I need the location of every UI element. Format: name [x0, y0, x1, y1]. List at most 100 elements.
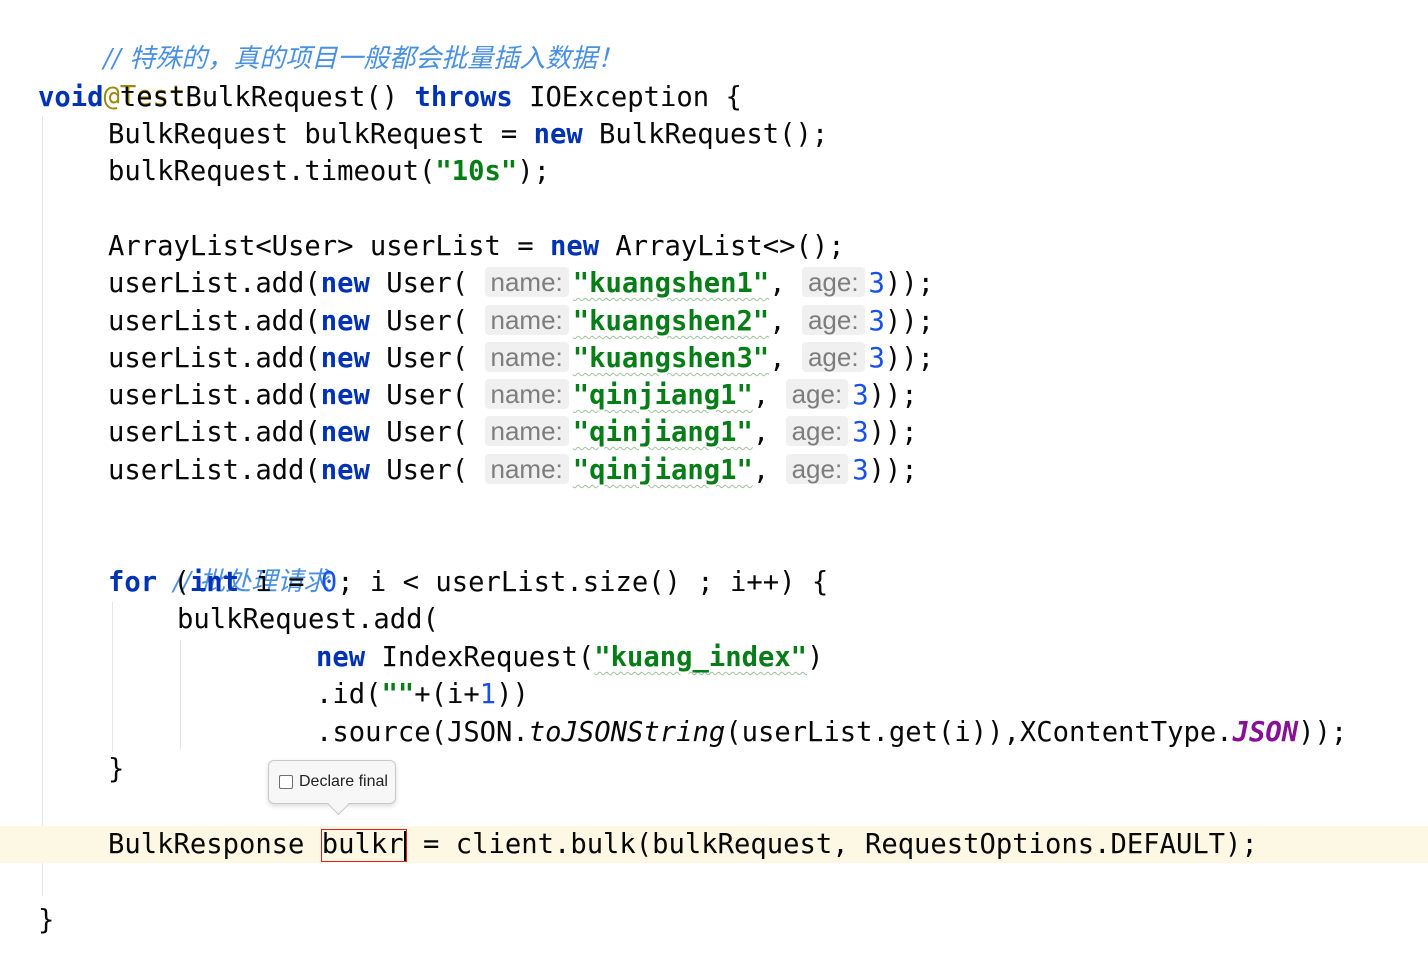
indent-guide [112, 602, 113, 752]
code-line-bulk-add[interactable]: bulkRequest.add( [0, 601, 1428, 638]
code-line-bulk-request-decl[interactable]: BulkRequest bulkRequest = new BulkReques… [0, 116, 1428, 153]
keyword-int: int [189, 567, 239, 598]
indent-guide [42, 116, 43, 896]
code-line-for-loop[interactable]: for (int i = 0; i < userList.size() ; i+… [0, 564, 1428, 601]
code-line-user-add[interactable]: userList.add(new User( name:"kuangshen3"… [0, 340, 1428, 377]
statement-end: )); [884, 268, 935, 299]
statement-end: )); [868, 380, 918, 411]
statement-end: )); [884, 343, 935, 374]
user-ctor: User( [369, 268, 469, 299]
code-line-method-signature[interactable]: void testBulkRequest() throws IOExceptio… [0, 79, 1428, 116]
param-hint-name: name: [484, 342, 569, 372]
comma: , [769, 343, 802, 374]
param-hint-name: name: [484, 454, 569, 484]
method-name: testBulkRequest() [103, 82, 415, 113]
code-line-id[interactable]: .id(""+(i+1)) [0, 676, 1428, 713]
code-line-index-request[interactable]: new IndexRequest("kuang_index") [0, 639, 1428, 676]
statement-end: )); [868, 417, 918, 448]
declare-final-label[interactable]: Declare final [299, 773, 388, 790]
code-line-timeout[interactable]: bulkRequest.timeout("10s"); [0, 153, 1428, 190]
code-line-user-add[interactable]: userList.add(new User( name:"qinjiang1",… [0, 377, 1428, 414]
code-line-bulk-response[interactable]: BulkResponse bulkr = client.bulk(bulkReq… [0, 826, 1428, 863]
bulk-request-decl: BulkRequest bulkRequest = [108, 119, 534, 150]
user-age-value: 3 [852, 455, 869, 486]
constant-json: JSON [1232, 717, 1299, 748]
user-name-value: "qinjiang1" [572, 417, 753, 448]
text-caret [403, 830, 406, 861]
code-line-annotation[interactable]: @Test [0, 41, 1428, 112]
code-line-method-close[interactable]: } [0, 902, 1428, 939]
close-brace: } [38, 905, 55, 936]
code-line-close-brace[interactable]: } [0, 751, 1428, 788]
bulk-call: = client.bulk(bulkRequest, RequestOption… [406, 829, 1258, 860]
statement-end: )); [1298, 717, 1348, 748]
comma: , [769, 306, 802, 337]
response-variable-name[interactable]: bulkr [321, 829, 404, 860]
keyword-new: new [320, 380, 370, 411]
keyword-new: new [320, 455, 370, 486]
exception-type: IOException { [512, 82, 742, 113]
statement-end: )); [868, 455, 918, 486]
comment-text: // 特殊的，真的项目一般都会批量插入数据！ [103, 44, 624, 74]
statement-end: ); [517, 156, 550, 187]
user-age-value: 3 [852, 380, 869, 411]
empty-string: "" [381, 679, 415, 710]
user-age-value: 3 [852, 417, 869, 448]
add-call: userList.add( [108, 455, 321, 486]
keyword-new: new [320, 306, 370, 337]
keyword-new: new [533, 119, 583, 150]
comma: , [769, 268, 802, 299]
user-name-value: "qinjiang1" [572, 380, 753, 411]
code-line-user-add[interactable]: userList.add(new User( name:"kuangshen2"… [0, 303, 1428, 340]
bulk-request-ctor: BulkRequest(); [582, 119, 829, 150]
user-name-value: "kuangshen2" [572, 306, 770, 337]
keyword-new: new [549, 231, 600, 262]
userlist-ctor: ArrayList<>(); [599, 231, 845, 262]
user-age-value: 3 [868, 306, 885, 337]
code-line-user-add[interactable]: userList.add(new User( name:"qinjiang1",… [0, 452, 1428, 489]
code-line-comment[interactable]: // 批处理请求 [0, 526, 1428, 597]
keyword-for: for [108, 567, 158, 598]
keyword-new: new [320, 268, 370, 299]
param-hint-name: name: [484, 305, 569, 335]
comma: , [752, 417, 786, 448]
comma: , [752, 455, 786, 486]
user-age-value: 3 [868, 343, 885, 374]
response-type: BulkResponse [108, 829, 321, 860]
keyword-new: new [316, 642, 366, 673]
declare-final-popup[interactable]: Declare final [268, 760, 396, 804]
annotation-test: @Test [103, 81, 186, 112]
user-age-value: 3 [868, 268, 885, 299]
keyword-new: new [320, 343, 370, 374]
comma: , [752, 380, 786, 411]
id-close: )) [496, 679, 529, 710]
rename-variable-box[interactable]: bulkr [320, 829, 407, 862]
for-open: ( [157, 567, 190, 598]
add-call: userList.add( [108, 380, 321, 411]
param-hint-name: name: [484, 267, 569, 297]
declare-final-checkbox[interactable] [279, 775, 293, 789]
code-line-source[interactable]: .source(JSON.toJSONString(userList.get(i… [0, 714, 1428, 751]
code-line-comment[interactable]: // 特殊的，真的项目一般都会批量插入数据！ [0, 3, 1428, 74]
id-expression: +(i+ [414, 679, 480, 710]
number-one: 1 [479, 679, 497, 710]
close-paren: ) [807, 642, 824, 673]
add-call: userList.add( [108, 417, 321, 448]
code-line-user-add[interactable]: userList.add(new User( name:"qinjiang1",… [0, 414, 1428, 451]
user-name-value: "qinjiang1" [572, 455, 753, 486]
indent-guide [180, 640, 181, 750]
user-ctor: User( [369, 343, 469, 374]
code-line-userlist-decl[interactable]: ArrayList<User> userList = new ArrayList… [0, 228, 1428, 265]
param-hint-age: age: [801, 342, 865, 372]
add-call: userList.add( [108, 306, 321, 337]
code-line-user-add[interactable]: userList.add(new User( name:"kuangshen1"… [0, 265, 1428, 302]
id-call: .id( [316, 679, 382, 710]
userlist-decl: ArrayList<User> userList = [108, 231, 550, 262]
number-zero: 0 [320, 567, 338, 598]
user-ctor: User( [369, 417, 469, 448]
keyword-throws: throws [414, 82, 513, 113]
param-hint-name: name: [484, 416, 569, 446]
bulk-add-call: bulkRequest.add( [177, 604, 439, 635]
param-hint-age: age: [801, 305, 865, 335]
